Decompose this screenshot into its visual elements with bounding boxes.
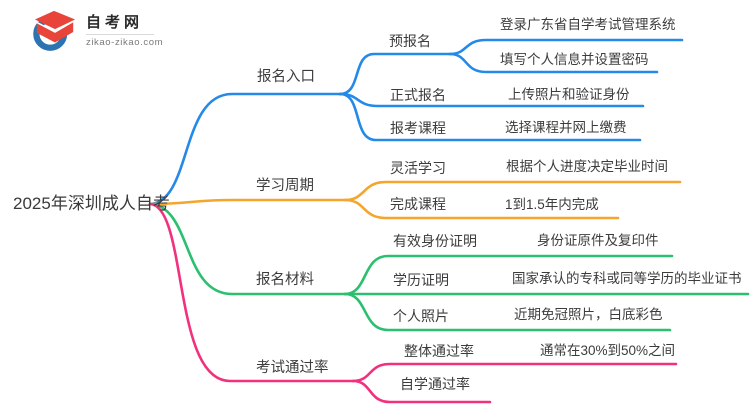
branch-lines-materials <box>148 202 750 332</box>
branch-lines-study-cycle <box>148 180 682 220</box>
child-node-personal-photo[interactable]: 个人照片 <box>393 308 449 324</box>
child-node-course-signup[interactable]: 报考课程 <box>390 120 446 136</box>
leaf-node-login-system[interactable]: 登录广东省自学考试管理系统 <box>500 17 676 32</box>
branch-node-materials[interactable]: 报名材料 <box>256 272 314 288</box>
child-node-overall-pass-rate[interactable]: 整体通过率 <box>404 343 474 359</box>
child-node-formal-signup[interactable]: 正式报名 <box>390 87 446 103</box>
leaf-node-diploma[interactable]: 国家承认的专科或同等学历的毕业证书 <box>512 271 742 286</box>
branch-node-pass-rate[interactable]: 考试通过率 <box>256 360 329 376</box>
leaf-node-upload-photo[interactable]: 上传照片和验证身份 <box>508 87 630 102</box>
leaf-node-pass-rate-range[interactable]: 通常在30%到50%之间 <box>540 343 676 358</box>
leaf-node-fill-info[interactable]: 填写个人信息并设置密码 <box>500 52 649 67</box>
root-node[interactable]: 2025年深圳成人自考 <box>13 194 170 213</box>
leaf-node-graduation-time[interactable]: 根据个人进度决定毕业时间 <box>506 159 668 174</box>
site-logo[interactable]: 自考网 zikao-zikao.com <box>32 9 163 53</box>
child-node-valid-id[interactable]: 有效身份证明 <box>393 233 477 249</box>
child-node-self-study-pass-rate[interactable]: 自学通过率 <box>400 376 470 392</box>
logo-domain: zikao-zikao.com <box>86 37 164 48</box>
child-node-flexible-study[interactable]: 灵活学习 <box>390 160 446 176</box>
leaf-node-id-copy[interactable]: 身份证原件及复印件 <box>537 233 659 248</box>
child-node-pre-registration[interactable]: 预报名 <box>389 33 431 49</box>
graduation-cap-icon <box>33 10 76 51</box>
branch-node-signup-entrance[interactable]: 报名入口 <box>257 69 315 85</box>
leaf-node-pay-online[interactable]: 选择课程并网上缴费 <box>505 120 627 135</box>
branch-lines-pass-rate <box>148 202 678 404</box>
child-node-education-proof[interactable]: 学历证明 <box>393 272 449 288</box>
leaf-node-duration[interactable]: 1到1.5年内完成 <box>505 197 599 212</box>
logo-title: 自考网 <box>86 14 144 31</box>
logo-divider <box>86 34 154 35</box>
branch-node-study-cycle[interactable]: 学习周期 <box>256 178 314 194</box>
logo-text: 自考网 zikao-zikao.com <box>86 14 163 48</box>
branch-lines-signup-entrance <box>148 38 684 206</box>
child-node-complete-courses[interactable]: 完成课程 <box>390 196 446 212</box>
leaf-node-photo-spec[interactable]: 近期免冠照片，白底彩色 <box>514 307 663 322</box>
